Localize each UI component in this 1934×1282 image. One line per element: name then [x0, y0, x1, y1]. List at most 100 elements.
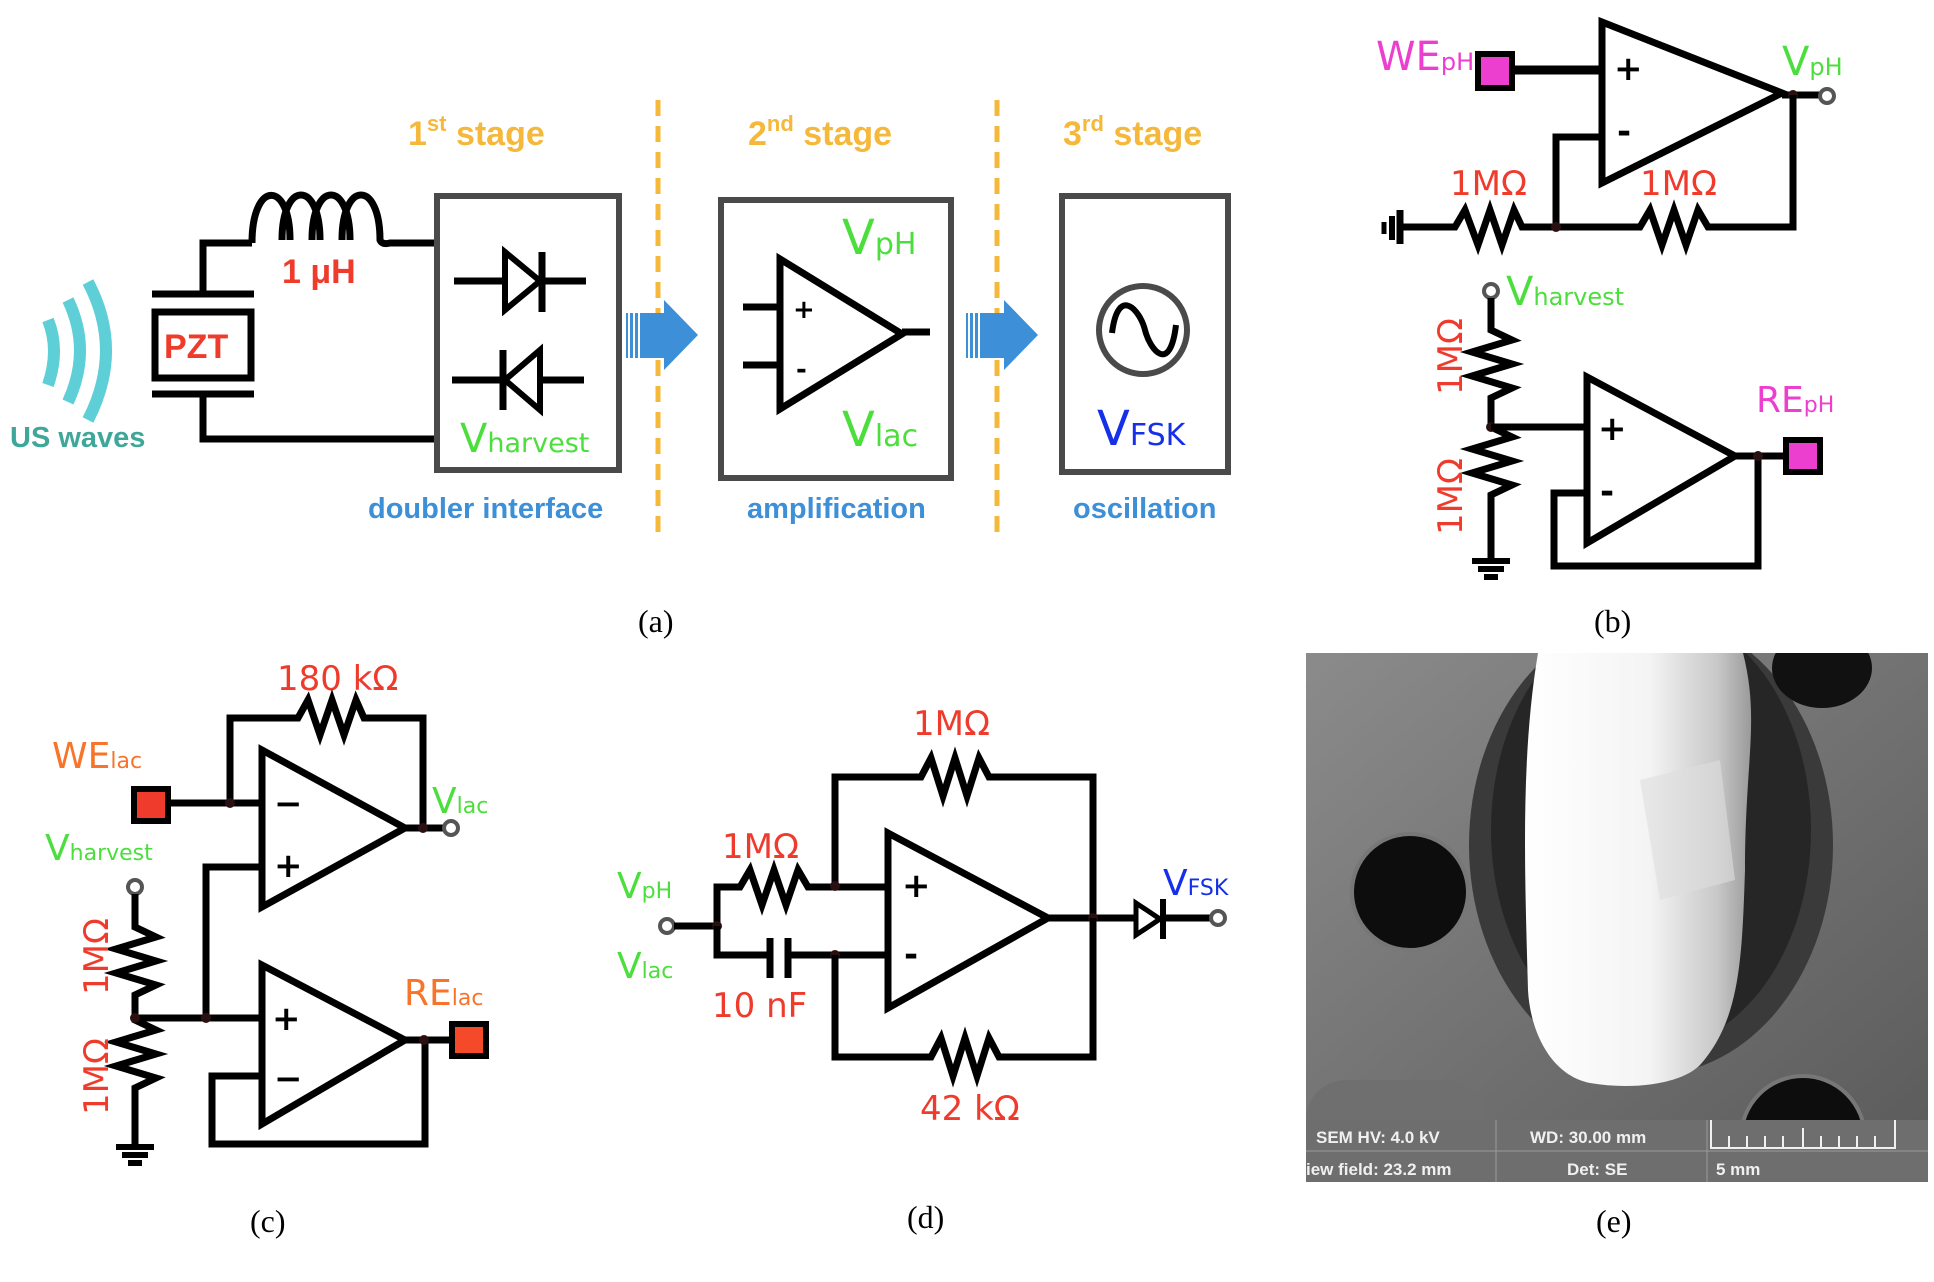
stage-1-title: 1st stage: [408, 111, 545, 153]
re-lac-electrode: [449, 1021, 489, 1059]
opamp-minus-sign: −: [274, 784, 303, 824]
opamp-icon: [258, 959, 413, 1131]
sem-wd: WD: 30.00 mm: [1530, 1128, 1646, 1147]
v-ph-label: VpH: [842, 210, 916, 266]
r-top-value: 1MΩ: [1431, 318, 1471, 395]
panel-d: 1MΩ 1MΩ VpH Vlac 10 nF + - VFSK 42 kΩ: [617, 704, 1229, 1235]
panel-a-caption: (a): [638, 603, 674, 639]
r-feedback-value: 1MΩ: [1640, 164, 1717, 204]
pzt-transducer: PZT: [151, 290, 255, 398]
opamp-plus-sign: +: [902, 866, 931, 906]
opamp-icon: [1598, 16, 1791, 189]
us-waves-label: US waves: [10, 422, 145, 454]
resistor-icon: [831, 746, 1097, 918]
inductor-value: 1 μH: [282, 253, 356, 291]
opamp-plus-sign: +: [1614, 49, 1643, 89]
sem-info-bar: SEM HV: 4.0 kV WD: 30.00 mm iew field: 2…: [1306, 1120, 1928, 1182]
resistor-icon: [226, 689, 427, 828]
terminal-icon: [1482, 282, 1500, 300]
r-bottom-value: 42 kΩ: [920, 1089, 1020, 1129]
junction-dot: [130, 1013, 140, 1023]
scale-bar-icon: [1710, 1120, 1896, 1149]
wire: [713, 926, 768, 959]
ground-icon: [1472, 558, 1510, 580]
doubler-block: [434, 193, 622, 473]
opamp-minus-sign: −: [274, 1059, 303, 1099]
panel-b: + - WEpH VpH 1MΩ 1MΩ Vharvest 1MΩ 1MΩ: [1376, 16, 1843, 639]
stage-3-title: 3rd stage: [1063, 111, 1202, 153]
panel-e-caption: (e): [1596, 1203, 1632, 1239]
oscillation-label: oscillation: [1073, 493, 1216, 525]
panel-e: SEM HV: 4.0 kV WD: 30.00 mm iew field: 2…: [1306, 653, 1928, 1239]
pzt-label: PZT: [164, 328, 228, 366]
r-bottom-value: 1MΩ: [77, 1038, 117, 1115]
flow-arrow-icon: [626, 300, 698, 370]
sem-hv: SEM HV: 4.0 kV: [1316, 1128, 1440, 1147]
we-lac-label: WElac: [52, 736, 142, 777]
v-lac-out-label: Vlac: [432, 781, 488, 822]
wire: [1740, 95, 1797, 231]
sem-micrograph: [1306, 653, 1928, 1179]
capacitor-icon: [766, 938, 792, 978]
terminal-icon: [1818, 87, 1836, 105]
ultrasound-waves-icon: [42, 279, 112, 423]
wire: [199, 394, 436, 443]
ground-icon: [1381, 210, 1404, 244]
r-ground-value: 1MΩ: [1450, 164, 1527, 204]
resistor-icon: [713, 859, 888, 924]
diode-icon: [1133, 898, 1166, 940]
panel-a: 1st stage 2nd stage 3rd stage US waves P…: [10, 100, 1231, 639]
opamp-minus-sign: -: [796, 355, 807, 385]
wire: [202, 863, 262, 1018]
resistor-divider-icon: [1459, 298, 1525, 560]
stage-2-title: 2nd stage: [748, 111, 892, 153]
we-ph-label: WEpH: [1376, 34, 1474, 80]
opamp-minus-sign: -: [1617, 112, 1631, 152]
r-bottom-value: 1MΩ: [1431, 458, 1471, 535]
junction-dot: [225, 798, 235, 808]
doubler-interface-label: doubler interface: [368, 493, 603, 525]
amplification-label: amplification: [747, 493, 926, 525]
r-feedback-value: 180 kΩ: [277, 659, 398, 699]
panel-c: 180 kΩ WElac − + Vlac Vharvest 1MΩ 1MΩ +…: [45, 659, 489, 1239]
r-top-value: 1MΩ: [77, 918, 117, 995]
opamp-icon: [1583, 371, 1743, 550]
resistor-divider-icon: [103, 894, 169, 1148]
ground-icon: [116, 1144, 154, 1166]
inductor-icon: [248, 191, 436, 248]
junction-dot: [1753, 451, 1763, 461]
opamp-minus-sign: -: [1600, 472, 1614, 512]
resistor-icon: [1400, 199, 1740, 256]
r-top-value: 1MΩ: [913, 704, 990, 744]
v-ph-in-label: VpH: [617, 866, 672, 907]
junction-dot: [419, 1035, 429, 1045]
wire: [199, 239, 252, 294]
v-lac-in-label: Vlac: [617, 946, 673, 987]
v-fsk-label: VFSK: [1097, 401, 1187, 457]
terminal-icon: [126, 878, 144, 896]
resistor-icon: [831, 918, 1097, 1088]
opamp-icon: [258, 744, 413, 913]
sem-view-field: iew field: 23.2 mm: [1306, 1160, 1452, 1179]
v-harvest-label: Vharvest: [460, 416, 589, 462]
junction-dot: [201, 1013, 211, 1023]
diode-icon: [454, 245, 586, 317]
re-lac-label: RElac: [404, 973, 483, 1014]
terminal-icon: [1209, 909, 1227, 927]
terminal-icon: [658, 917, 676, 935]
re-ph-electrode: [1783, 437, 1823, 475]
wire: [208, 1040, 429, 1148]
v-ph-out-label: VpH: [1782, 39, 1843, 85]
opamp-minus-sign: -: [904, 935, 918, 975]
opamp-plus-sign: +: [1598, 409, 1627, 449]
ac-source-icon: [1096, 283, 1190, 377]
capacitor-value: 10 nF: [712, 986, 807, 1026]
opamp-plus-sign: +: [793, 295, 815, 325]
sem-detector: Det: SE: [1567, 1160, 1627, 1179]
junction-dot: [418, 823, 428, 833]
opamp-icon: + -: [743, 252, 930, 416]
panel-b-caption: (b): [1594, 603, 1631, 639]
terminal-icon: [442, 819, 460, 837]
junction-dot: [830, 881, 840, 891]
